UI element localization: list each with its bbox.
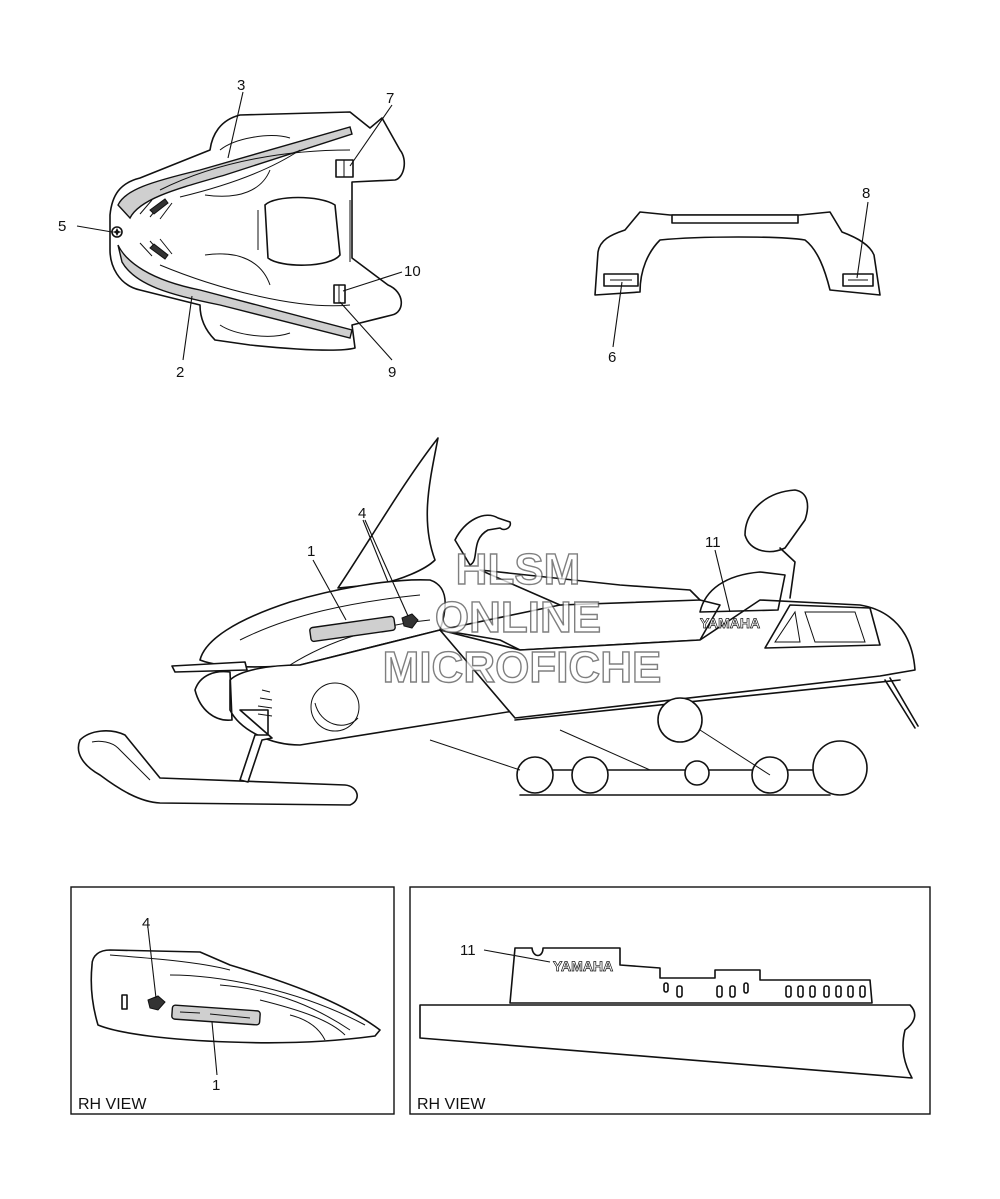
watermark-line1: HLSM [456,545,581,594]
main-leaders [312,519,731,621]
inset-panel-left: 4 1 RH VIEW [70,886,395,1115]
inset-left-label: RH VIEW [78,1096,147,1113]
watermark-line3: MICROFICHE [383,643,662,692]
inset-panel-right: YAMAHA 11 RH VIEW [409,886,931,1115]
watermark-line2: ONLINE [435,593,601,642]
callout-8: 8 [862,185,870,202]
callouts: 3 2 5 7 10 9 6 8 1 4 11 [58,77,870,560]
callout-1: 1 [307,543,315,560]
inset-left-callout-4: 4 [142,915,150,932]
callout-6: 6 [608,349,616,366]
callout-7: 7 [386,90,394,107]
snowmobile-side-view: YAMAHA [77,437,919,806]
callout-5: 5 [58,218,66,235]
callout-10: 10 [404,263,421,280]
watermark: HLSM ONLINE MICROFICHE [382,544,662,692]
yamaha-decal-inset: YAMAHA [553,958,613,974]
yamaha-decal-main: YAMAHA [700,615,760,631]
inset-right-callout-11: 11 [460,942,476,959]
callout-11: 11 [705,534,721,551]
hood-leaders [76,91,403,361]
rear-bumper [594,211,881,296]
callout-9: 9 [388,364,396,381]
inset-left-callout-1: 1 [212,1077,220,1094]
callout-4: 4 [358,505,366,522]
bumper-leaders [612,201,869,348]
inset-right-label: RH VIEW [417,1096,486,1113]
callout-3: 3 [237,77,245,94]
hood-top-view [109,111,406,351]
callout-2: 2 [176,364,184,381]
